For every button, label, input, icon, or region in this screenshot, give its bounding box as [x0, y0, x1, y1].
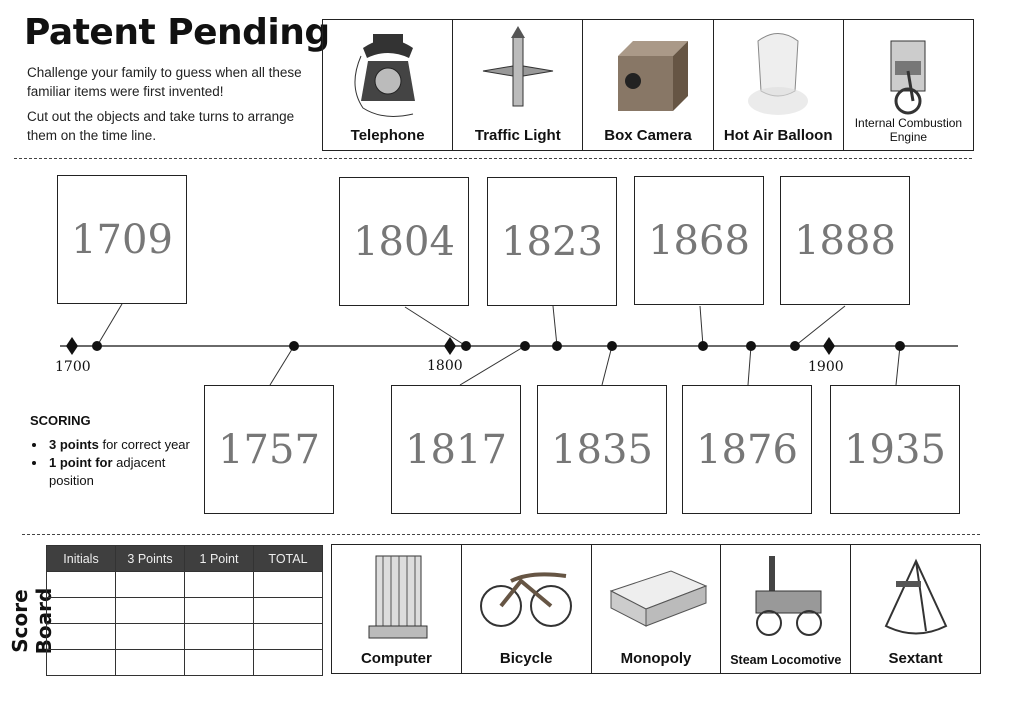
year-box[interactable]: 1709	[57, 175, 187, 304]
cut-line	[14, 158, 972, 159]
year-box[interactable]: 1823	[487, 177, 617, 306]
engine-icon	[890, 40, 926, 115]
bicycle-icon	[480, 572, 573, 627]
scoring-rule: 1 point for adjacent position	[47, 454, 197, 490]
marker-diamond	[66, 337, 78, 355]
scoring-rules: SCORING 3 points for correct year 1 poin…	[30, 412, 197, 490]
page-title: Patent Pending	[24, 12, 330, 53]
item-sextant[interactable]: Sextant	[851, 545, 980, 673]
marker-label-1800: 1800	[427, 358, 463, 374]
table-row	[46, 571, 323, 598]
scoring-title: SCORING	[30, 413, 91, 428]
marker-label-1700: 1700	[55, 359, 91, 375]
box-camera-icon	[618, 41, 688, 111]
intro-text: Challenge your family to guess when all …	[27, 65, 302, 99]
year-box[interactable]: 1835	[537, 385, 667, 514]
item-bicycle[interactable]: Bicycle	[462, 545, 592, 673]
monopoly-icon	[609, 570, 708, 627]
table-row	[46, 649, 323, 676]
marker-diamond	[444, 337, 456, 355]
item-monopoly[interactable]: Monopoly	[592, 545, 722, 673]
marker-label-1900: 1900	[808, 359, 844, 375]
sextant-icon	[884, 558, 947, 635]
steam-locomotive-icon	[755, 556, 822, 636]
item-computer[interactable]: Computer	[332, 545, 462, 673]
year-box[interactable]: 1888	[780, 176, 910, 305]
marker-diamond	[823, 337, 835, 355]
computer-icon	[368, 555, 428, 639]
traffic-light-icon	[482, 26, 553, 107]
telephone-icon	[354, 34, 415, 117]
year-box[interactable]: 1935	[830, 385, 960, 514]
top-items-strip: Telephone Traffic Light Box Camera Hot A…	[322, 19, 974, 151]
instructions-text: Cut out the objects and take turns to ar…	[27, 109, 295, 143]
bottom-items-strip: Computer Bicycle Monopoly Steam Locomoti…	[331, 544, 981, 674]
year-box[interactable]: 1876	[682, 385, 812, 514]
item-box-camera[interactable]: Box Camera	[583, 20, 714, 150]
table-row	[46, 623, 323, 650]
cut-line	[22, 534, 980, 535]
table-row	[46, 597, 323, 624]
hot-air-balloon-icon	[748, 33, 809, 115]
item-steam-locomotive[interactable]: Steam Locomotive	[721, 545, 852, 673]
scoring-rule: 3 points for correct year	[47, 436, 197, 454]
item-hot-air-balloon[interactable]: Hot Air Balloon	[714, 20, 844, 150]
item-telephone[interactable]: Telephone	[323, 20, 454, 150]
year-box[interactable]: 1817	[391, 385, 521, 514]
year-box[interactable]: 1757	[204, 385, 334, 514]
item-traffic-light[interactable]: Traffic Light	[453, 20, 584, 150]
item-combustion-engine[interactable]: Internal Combustion Engine	[844, 20, 973, 150]
year-box[interactable]: 1868	[634, 176, 764, 305]
year-box[interactable]: 1804	[339, 177, 469, 306]
